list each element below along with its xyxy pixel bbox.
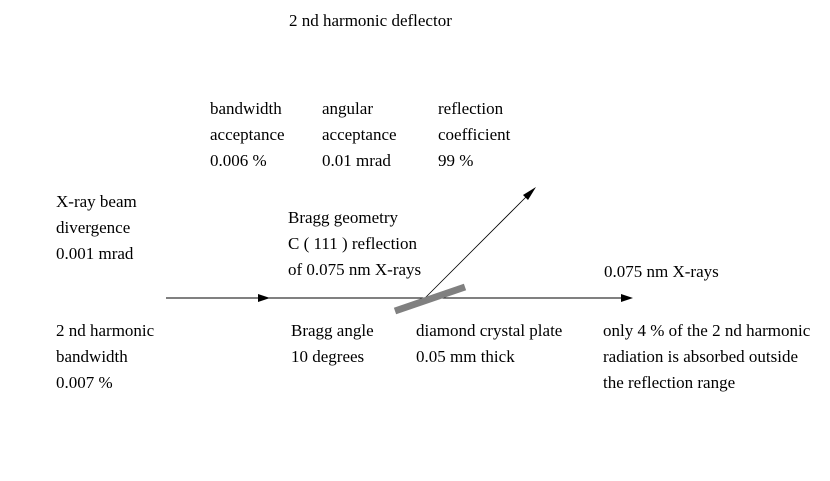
incident-beam-arrow	[258, 294, 270, 302]
reflection-line-2: coefficient	[438, 125, 511, 144]
bandwidth-acceptance-label: bandwidth acceptance 0.006 %	[210, 96, 285, 174]
angular-value: 0.01 mrad	[322, 151, 391, 170]
angular-line-2: acceptance	[322, 125, 397, 144]
harmonic-line-2: bandwidth	[56, 347, 128, 366]
beam-divergence-label: X-ray beam divergence 0.001 mrad	[56, 189, 137, 267]
diagram-title: 2 nd harmonic deflector	[289, 11, 452, 30]
bragg-geometry-line-1: Bragg geometry	[288, 208, 398, 227]
crystal-line-1: diamond crystal plate	[416, 321, 563, 340]
divergence-line-1: X-ray beam	[56, 192, 137, 211]
harmonic-bandwidth-label: 2 nd harmonic bandwidth 0.007 %	[56, 318, 154, 396]
divergence-line-2: divergence	[56, 218, 131, 237]
diffracted-beam-line	[422, 189, 534, 301]
bragg-geometry-line-3: of 0.075 nm X-rays	[288, 260, 422, 279]
absorption-line-1: only 4 % of the 2 nd harmonic	[603, 321, 811, 340]
absorption-note: only 4 % of the 2 nd harmonic radiation …	[603, 318, 810, 396]
bragg-angle-value: 10 degrees	[291, 347, 365, 366]
reflection-coefficient-label: reflection coefficient 99 %	[438, 96, 510, 174]
bandwidth-line-2: acceptance	[210, 125, 285, 144]
bragg-geometry-line-2: C ( 111 ) reflection	[288, 234, 418, 253]
reflection-value: 99 %	[438, 151, 474, 170]
diffracted-beam-arrow	[523, 187, 536, 200]
angular-acceptance-label: angular acceptance 0.01 mrad	[322, 96, 397, 174]
transmitted-beam-arrow	[621, 294, 633, 302]
diamond-crystal-plate	[393, 283, 467, 315]
crystal-thickness: 0.05 mm thick	[416, 347, 515, 366]
bragg-geometry-label: Bragg geometry C ( 111 ) reflection of 0…	[288, 205, 421, 283]
output-beam-label: 0.075 nm X-rays	[604, 262, 719, 281]
crystal-plate-label: diamond crystal plate 0.05 mm thick	[416, 318, 562, 370]
harmonic-line-1: 2 nd harmonic	[56, 321, 155, 340]
reflection-line-1: reflection	[438, 99, 504, 118]
absorption-line-3: the reflection range	[603, 373, 736, 392]
angular-line-1: angular	[322, 99, 373, 118]
bragg-angle-line-1: Bragg angle	[291, 321, 374, 340]
bandwidth-value: 0.006 %	[210, 151, 267, 170]
harmonic-value: 0.007 %	[56, 373, 113, 392]
divergence-value: 0.001 mrad	[56, 244, 134, 263]
bandwidth-line-1: bandwidth	[210, 99, 282, 118]
bragg-angle-label: Bragg angle 10 degrees	[291, 318, 374, 370]
absorption-line-2: radiation is absorbed outside	[603, 347, 798, 366]
